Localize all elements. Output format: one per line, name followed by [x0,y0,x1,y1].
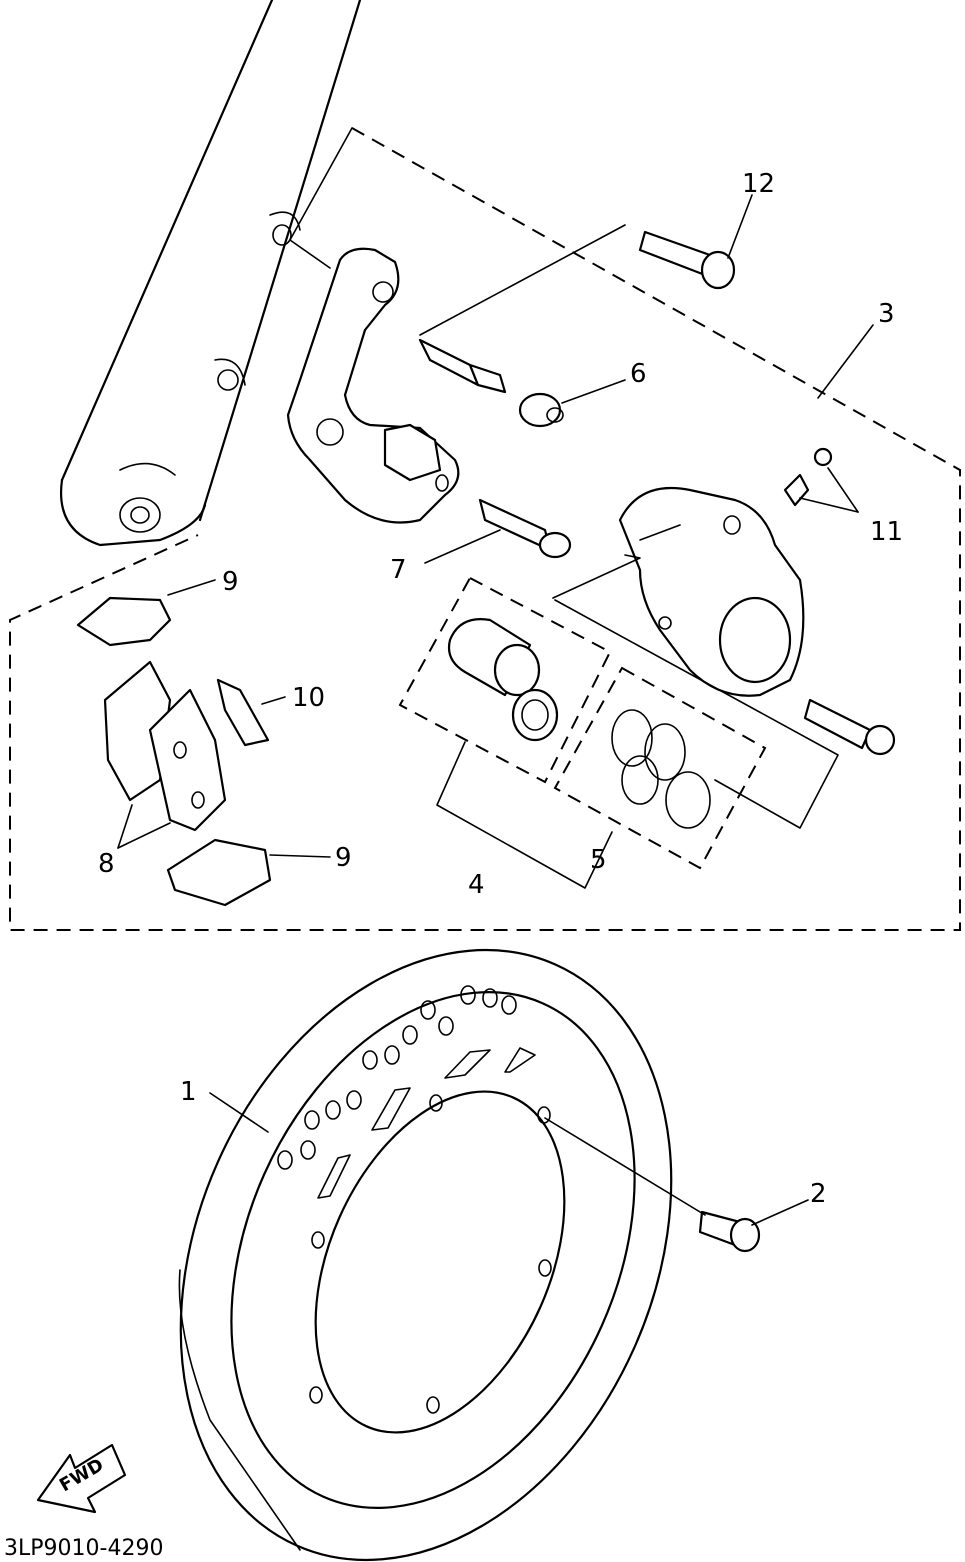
brake-disc-1 [178,948,673,1562]
disc-bolt-2 [698,1210,761,1253]
callout-9-lower: 9 [335,843,352,873]
boot-6 [518,392,564,428]
caliper-bolt-lower [803,698,896,756]
slide-pin-upper [418,338,507,394]
pad-spring-10 [216,678,270,747]
callout-4: 4 [468,870,485,900]
callout-8: 8 [98,849,115,879]
caliper-body [618,486,805,697]
callout-6: 6 [630,359,647,389]
callout-10: 10 [292,683,325,713]
fwd-arrow-icon: FWD [36,1443,127,1514]
callout-2: 2 [810,1179,827,1209]
piston-set-4 [398,576,612,784]
callout-1: 1 [180,1077,197,1107]
pad-clip-9-lower [166,838,272,907]
caliper-bracket [286,239,460,524]
drawing-code: 3LP9010-4290 [4,1536,163,1561]
brake-pads-8 [103,660,227,832]
callout-11: 11 [870,517,903,547]
seal-kit-5 [553,666,767,870]
callout-9-upper: 9 [222,567,239,597]
pad-clip-9-upper [76,596,172,647]
bolt-12 [638,230,736,290]
leader-lines [117,127,874,1226]
slide-pin-7 [478,498,572,559]
bleed-screw-11 [783,447,833,507]
callout-12: 12 [742,169,775,199]
callout-7: 7 [390,555,407,585]
callout-5: 5 [590,845,607,875]
front-fork-leg [60,0,362,547]
callout-3: 3 [878,299,895,329]
caliper-assembly-boundary [9,127,961,931]
